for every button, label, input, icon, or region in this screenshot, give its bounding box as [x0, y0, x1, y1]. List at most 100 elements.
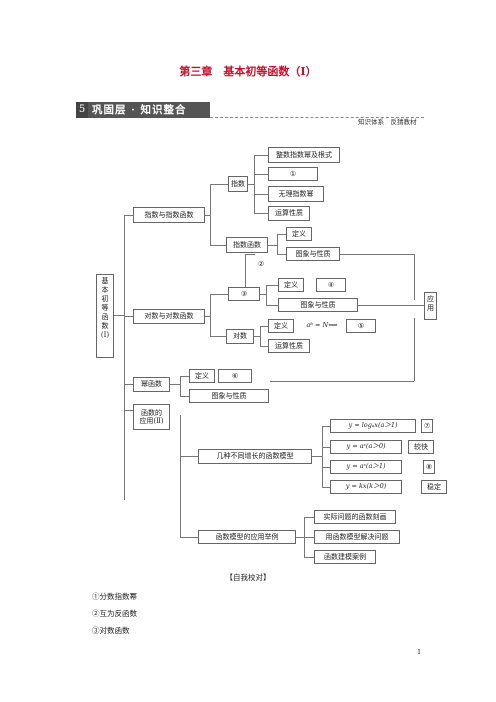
- page-title: 第三章 基本初等函数（Ⅰ）: [179, 65, 317, 78]
- apply-node: 应用: [424, 292, 437, 320]
- banner-right-text: 知识体系 反猜教材: [358, 118, 417, 126]
- connector: [266, 285, 278, 286]
- connector: [296, 537, 304, 538]
- connector: [312, 456, 322, 457]
- node-graph-1: 图象与性质: [286, 247, 340, 261]
- connector: [322, 487, 330, 488]
- connector: [322, 467, 330, 468]
- node-log: 对数: [226, 329, 254, 344]
- node-integer-exp: 整数指数幂及根式: [268, 147, 340, 163]
- connector: [180, 537, 198, 538]
- connector: [414, 318, 415, 381]
- connector: [210, 184, 228, 185]
- connector: [180, 376, 189, 377]
- connector: [254, 336, 260, 337]
- self-check-heading: 【自我校对】: [225, 573, 271, 582]
- node-blank-1: ①: [268, 167, 318, 181]
- node-graph-2: 图象与性质: [278, 298, 358, 312]
- node-ops-1: 运算性质: [268, 206, 310, 221]
- node-irrational-exp: 无理指数幂: [268, 186, 324, 202]
- node-blank-8: ⑧: [423, 460, 435, 474]
- connector: [248, 184, 254, 185]
- node-linear-model: y = kx(k＞0): [330, 480, 402, 494]
- connector: [210, 245, 226, 246]
- node-log-and-func: 对数与对数函数: [133, 309, 205, 324]
- node-real-problem: 实际问题的函数刻画: [314, 510, 396, 524]
- connector: [180, 415, 181, 537]
- node-model-case: 函数建模案例: [314, 550, 376, 564]
- node-def-1: 定义: [286, 227, 312, 241]
- connector: [266, 285, 267, 305]
- node-blank-4: ④: [316, 278, 346, 292]
- connector: [270, 381, 414, 382]
- connector: [170, 384, 180, 385]
- node-model-apps: 函数模型的应用举例: [198, 530, 296, 544]
- connector: [254, 155, 268, 156]
- section-banner: [76, 102, 210, 118]
- node-power-func: 幂函数: [133, 377, 170, 392]
- node-growth-models: 几种不同增长的函数模型: [198, 449, 312, 464]
- connector: [340, 254, 414, 255]
- node-ops-2: 运算性质: [268, 339, 310, 353]
- node-pow-model: y = aˣ(a＞1): [330, 460, 402, 474]
- banner-title: 巩固层 · 知识整合: [92, 104, 187, 116]
- connector: [266, 305, 278, 306]
- connector: [180, 396, 189, 397]
- connector: [322, 447, 330, 448]
- banner-divider: [210, 117, 424, 118]
- connector: [260, 346, 268, 347]
- root-node: 基本初等函数(Ⅰ): [96, 274, 114, 358]
- connector: [260, 294, 266, 295]
- connector: [124, 410, 133, 411]
- page-number: 1: [417, 648, 422, 656]
- connector: [304, 517, 314, 518]
- node-index: 指数: [228, 176, 248, 192]
- connector: [277, 234, 278, 254]
- connector: [180, 456, 198, 457]
- connector: [254, 174, 268, 175]
- connector: [268, 245, 277, 246]
- node-blank-6: ⑥: [218, 369, 252, 383]
- connector: [124, 215, 125, 500]
- connector: [254, 155, 255, 213]
- node-log-model: y = logₐx(a＞1): [330, 419, 416, 433]
- node-fast: 较快: [408, 440, 434, 454]
- connector: [124, 316, 133, 317]
- node-blank-5: ⑤: [346, 319, 376, 333]
- node-stable: 稳定: [421, 480, 447, 494]
- connector: [114, 315, 124, 316]
- connector: [304, 557, 314, 558]
- connector: [260, 326, 261, 346]
- connector: [245, 254, 246, 294]
- node-exp-func: 指数函数: [226, 237, 268, 253]
- connector: [304, 537, 314, 538]
- connector: [260, 326, 268, 327]
- node-def-4: 定义: [189, 369, 215, 383]
- node-func-app: 函数的应用(Ⅱ): [133, 404, 170, 430]
- connector: [210, 294, 228, 295]
- node-blank-3: ③: [228, 287, 260, 301]
- connector: [277, 254, 286, 255]
- connector: [210, 184, 211, 245]
- connector: [180, 376, 181, 396]
- connector: [414, 254, 415, 300]
- connector: [277, 234, 286, 235]
- connector: [322, 426, 323, 487]
- connector: [205, 316, 210, 317]
- connector: [254, 194, 268, 195]
- connector: [210, 336, 226, 337]
- answer-item: ②互为反函数: [92, 609, 137, 618]
- node-def-3: 定义: [268, 319, 294, 333]
- connector: [245, 254, 255, 255]
- node-def-2: 定义: [278, 278, 304, 292]
- node-exp-model: y = aˣ(a＞0): [330, 440, 402, 454]
- connector: [254, 213, 268, 214]
- connector: [322, 426, 330, 427]
- connector: [124, 215, 133, 216]
- node-exp-and-func: 指数与指数函数: [133, 207, 205, 223]
- node-graph-3: 图象与性质: [189, 389, 269, 403]
- node-blank-2: ②: [257, 259, 265, 268]
- banner-number: 5: [76, 102, 88, 118]
- node-solve-problem: 用函数模型解决问题: [314, 530, 400, 544]
- connector: [124, 384, 133, 385]
